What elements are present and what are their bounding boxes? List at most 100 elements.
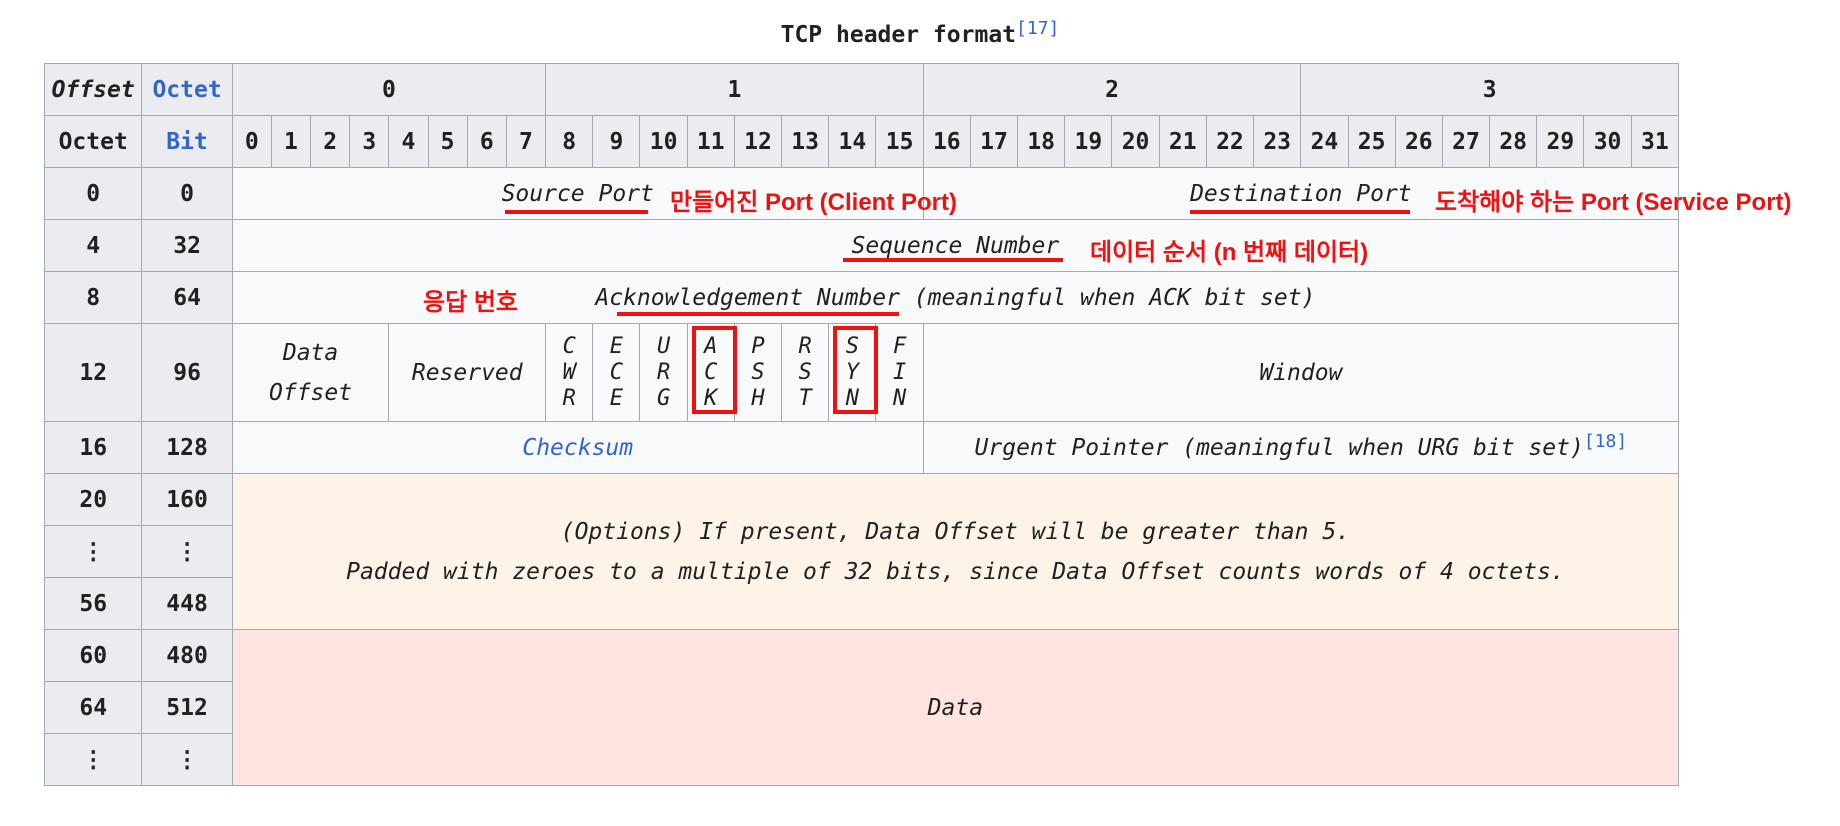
bit-number: 16 xyxy=(922,115,971,168)
table-caption: TCP header format[17] xyxy=(0,18,1840,48)
ack-number-label: Acknowledgement Number xyxy=(595,284,900,311)
row-octet-8: 8 64 Acknowledgement Number (meaningful … xyxy=(43,271,1680,324)
ack-number-annotation: 응답 번호 xyxy=(423,289,518,316)
row-bit: 512 xyxy=(141,681,233,734)
row-octet: 12 xyxy=(43,323,143,422)
bit-number: 9 xyxy=(592,115,641,168)
row-bit: ⋮ xyxy=(141,733,233,786)
sequence-number-underline xyxy=(843,258,1063,262)
bit-number: 0 xyxy=(231,115,272,168)
bit-number: 18 xyxy=(1017,115,1066,168)
bit-number: 4 xyxy=(388,115,429,168)
data-field: Data xyxy=(231,629,1680,786)
row-bit: ⋮ xyxy=(141,525,233,578)
row-bit: 64 xyxy=(141,271,233,324)
bit-number: 23 xyxy=(1253,115,1302,168)
octet-2-header: 2 xyxy=(922,63,1302,116)
bit-number: 11 xyxy=(686,115,735,168)
row-octet: 56 xyxy=(43,577,143,630)
ack-number-field: Acknowledgement Number (meaningful when … xyxy=(231,271,1680,324)
sequence-number-annotation: 데이터 순서 (n 번째 데이터) xyxy=(1090,239,1369,266)
bit-number: 31 xyxy=(1630,115,1680,168)
row-octet: 16 xyxy=(43,421,143,474)
octet-header-link[interactable]: Octet xyxy=(141,63,233,116)
sequence-number-field: Sequence Number xyxy=(231,219,1680,272)
row-octet-60: 60 480 Data xyxy=(43,629,1680,786)
bit-number: 6 xyxy=(466,115,507,168)
bit-number: 20 xyxy=(1111,115,1160,168)
row-ellipsis-2: ⋮ ⋮ xyxy=(43,733,1679,786)
row-bit: 128 xyxy=(141,421,233,474)
octet-0-header: 0 xyxy=(231,63,547,116)
row-octet: ⋮ xyxy=(43,525,143,578)
row-bit: 160 xyxy=(141,473,233,526)
bit-header-link[interactable]: Bit xyxy=(141,115,233,168)
octet-3-header: 3 xyxy=(1300,63,1679,116)
caption-title: TCP header format xyxy=(780,22,1017,48)
bit-number: 12 xyxy=(733,115,783,168)
options-field: (Options) If present, Data Offset will b… xyxy=(231,473,1680,630)
source-port-underline xyxy=(505,210,648,214)
window-field: Window xyxy=(922,323,1680,422)
row-octet: 20 xyxy=(43,473,143,526)
ack-flag-highlight xyxy=(692,326,737,414)
bit-number: 1 xyxy=(270,115,312,168)
bit-number: 25 xyxy=(1347,115,1396,168)
destination-port-annotation: 도착해야 하는 Port (Service Port) xyxy=(1435,189,1792,216)
bit-number: 19 xyxy=(1064,115,1113,168)
destination-port-underline xyxy=(1190,210,1410,214)
caption-ref-link[interactable]: [17] xyxy=(1016,18,1060,39)
urgent-ref-link[interactable]: [18] xyxy=(1583,430,1628,452)
row-octet-4: 4 32 Sequence Number xyxy=(43,219,1680,272)
bit-number: 5 xyxy=(427,115,468,168)
row-bit: 0 xyxy=(141,167,233,220)
row-octet: 64 xyxy=(43,681,143,734)
ack-number-note: (meaningful when ACK bit set) xyxy=(899,284,1316,311)
data-offset-line2: Offset xyxy=(269,379,353,406)
octet-1-header: 1 xyxy=(545,63,924,116)
row-octet: 4 xyxy=(43,219,143,272)
row-octet-56: 56 448 xyxy=(43,577,1679,630)
bit-number: 10 xyxy=(639,115,688,168)
bit-number: 2 xyxy=(310,115,351,168)
bit-number: 28 xyxy=(1489,115,1538,168)
bit-number: 26 xyxy=(1394,115,1443,168)
row-bit: 96 xyxy=(141,323,233,422)
row-ellipsis-1: ⋮ ⋮ xyxy=(43,525,1679,578)
octet-header-row: Offset Octet 0 1 2 3 xyxy=(43,63,1679,116)
row-octet: 0 xyxy=(43,167,143,220)
row-bit: 448 xyxy=(141,577,233,630)
bit-number: 24 xyxy=(1300,115,1349,168)
data-offset-line1: Data xyxy=(282,339,339,366)
bit-number: 13 xyxy=(781,115,830,168)
tcp-header-table: Offset Octet 0 1 2 3 Octet Bit 0 1 2 3 4… xyxy=(43,63,1680,786)
bit-number: 30 xyxy=(1583,115,1632,168)
octet-row-header: Octet xyxy=(43,115,143,168)
bit-number: 29 xyxy=(1536,115,1585,168)
urgent-pointer-field: Urgent Pointer (meaningful when URG bit … xyxy=(922,421,1680,474)
row-bit: 32 xyxy=(141,219,233,272)
checksum-link[interactable]: Checksum xyxy=(231,421,924,474)
bit-number: 8 xyxy=(545,115,594,168)
bit-number: 21 xyxy=(1158,115,1207,168)
row-octet: ⋮ xyxy=(43,733,143,786)
bit-number: 17 xyxy=(969,115,1019,168)
bit-number: 14 xyxy=(828,115,877,168)
bit-header-row: Octet Bit 0 1 2 3 4 5 6 7 8 9 10 11 12 1… xyxy=(43,115,1680,168)
options-line2: Padded with zeroes to a multiple of 32 b… xyxy=(346,558,1565,585)
reserved-field: Reserved xyxy=(388,323,547,422)
row-octet-16: 16 128 Checksum Urgent Pointer (meaningf… xyxy=(43,421,1680,474)
row-octet: 60 xyxy=(43,629,143,682)
options-line1: (Options) If present, Data Offset will b… xyxy=(560,518,1351,545)
bit-number: 7 xyxy=(505,115,547,168)
urgent-pointer-label: Urgent Pointer (meaningful when URG bit … xyxy=(974,434,1584,461)
source-port-annotation: 만들어진 Port (Client Port) xyxy=(670,189,957,216)
